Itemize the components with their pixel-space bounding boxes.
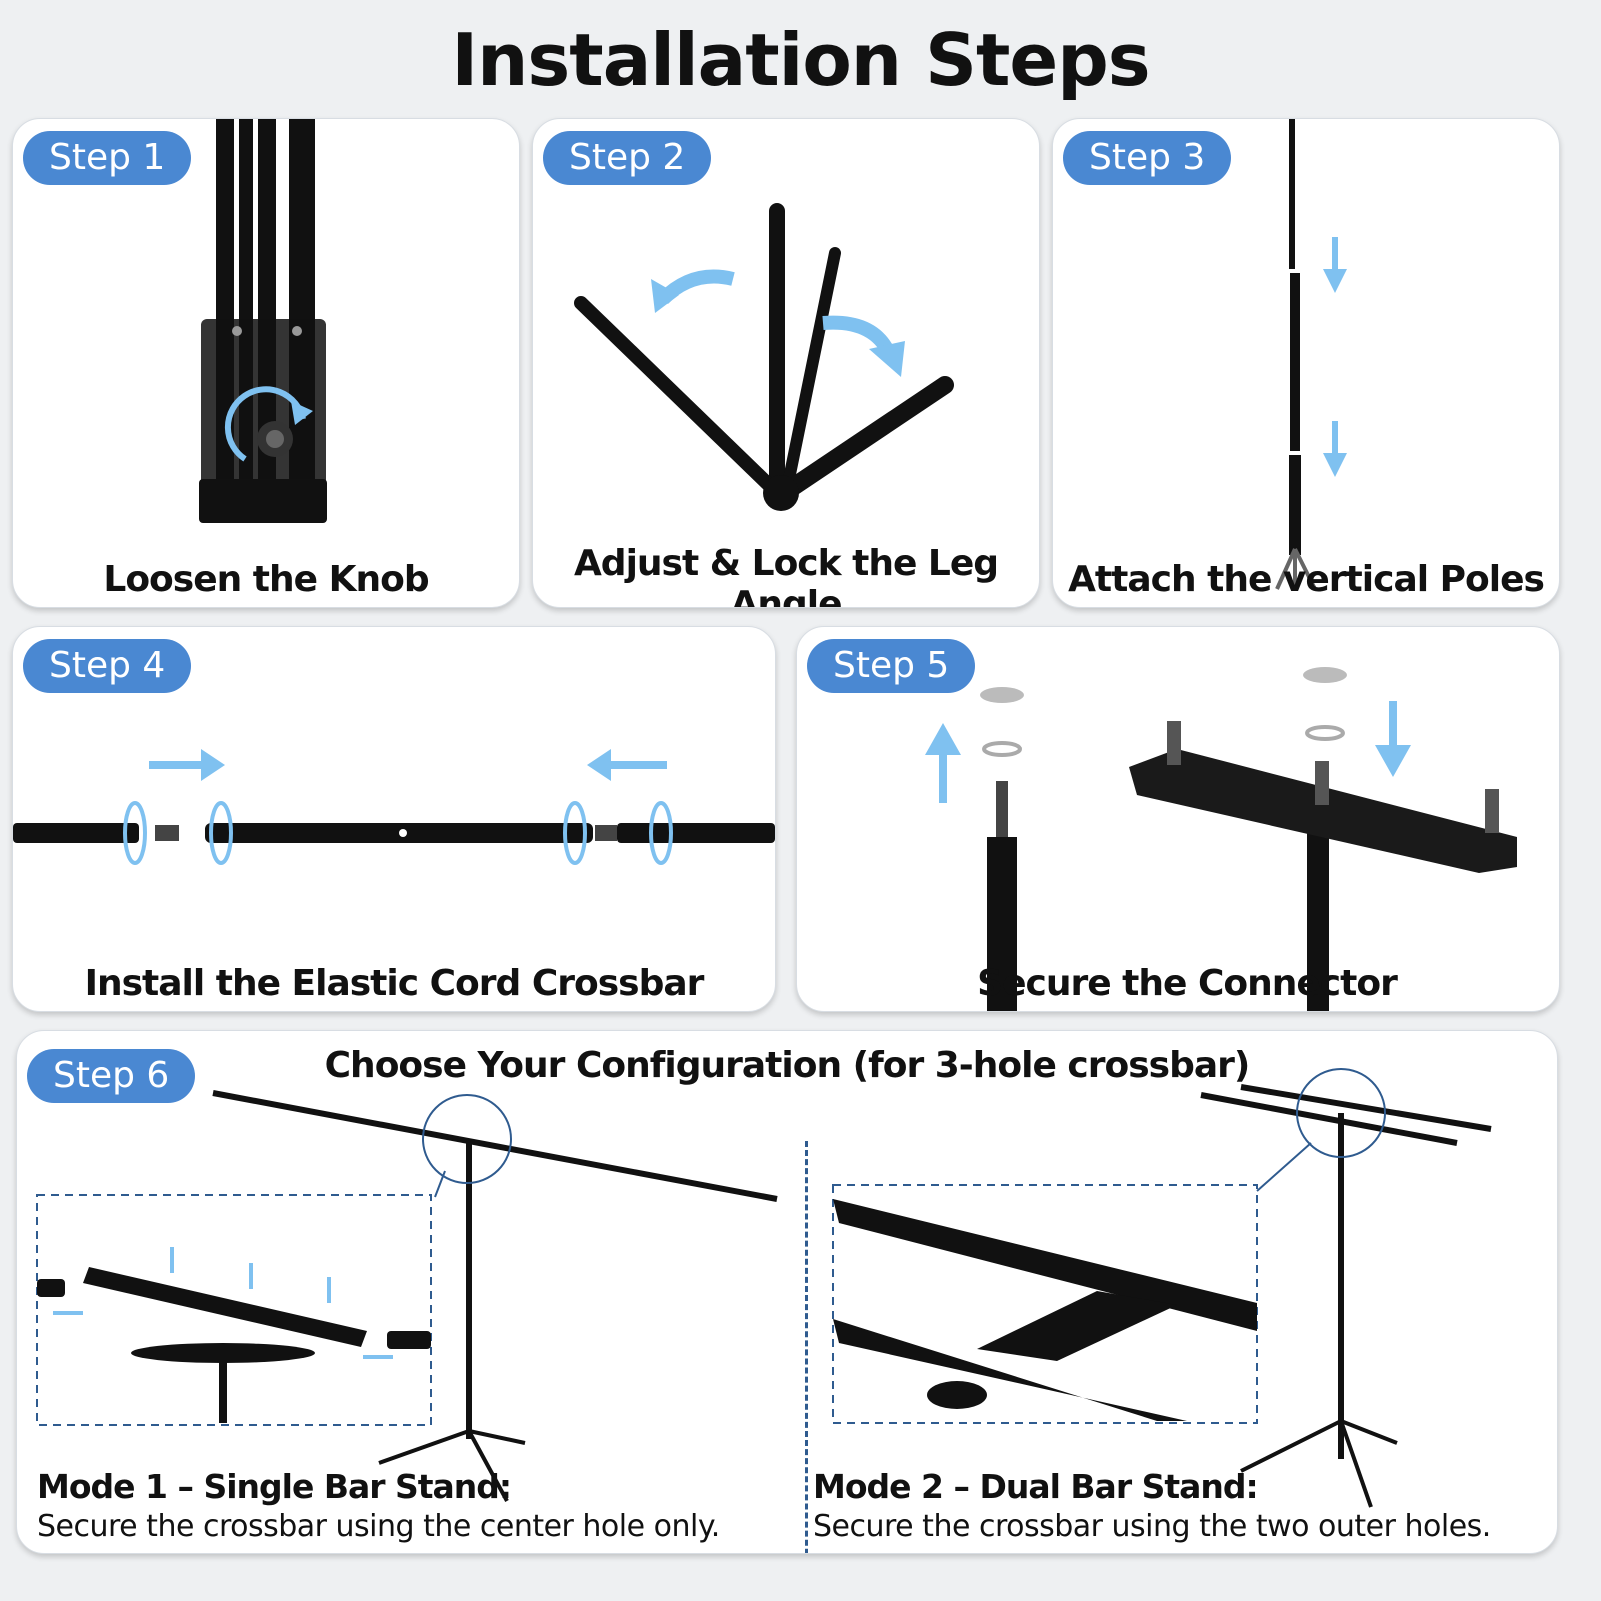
configuration-title: Choose Your Configuration (for 3-hole cr… xyxy=(324,1045,1251,1086)
curved-arrow-icon xyxy=(822,315,905,377)
mode-2-description: Secure the crossbar using the two outer … xyxy=(813,1509,1491,1544)
step-5-card: Step 5 Secure the Connector xyxy=(796,626,1560,1012)
up-arrow-icon xyxy=(925,723,961,803)
step-4-caption: Install the Elastic Cord Crossbar xyxy=(84,963,705,1004)
step-3-caption: Attach the vertical Poles xyxy=(1068,559,1545,600)
step-1-card: Step 1 Loosen the Knob xyxy=(12,118,520,608)
left-arrow-icon xyxy=(587,749,667,781)
rotate-arrow-icon xyxy=(224,386,313,462)
down-arrow-icon xyxy=(1323,237,1347,293)
step-6-card: Step 6 Choose Your Configuration (for 3-… xyxy=(16,1030,1558,1554)
step-6-illustration xyxy=(36,1068,1492,1508)
mode-1-description: Secure the crossbar using the center hol… xyxy=(37,1509,720,1544)
step-4-badge: Step 4 xyxy=(23,639,192,693)
step-3-badge: Step 3 xyxy=(1063,131,1232,185)
step-3-illustration xyxy=(1275,119,1347,590)
mode-2-title: Mode 2 – Dual Bar Stand: xyxy=(813,1467,1259,1506)
down-arrow-icon xyxy=(1323,421,1347,477)
step-2-card: Step 2 Adjust & Lock the Leg Angle xyxy=(532,118,1040,608)
mode-divider xyxy=(805,1141,808,1553)
step-1-illustration xyxy=(199,119,327,523)
step-1-badge: Step 1 xyxy=(23,131,192,185)
step-2-caption: Adjust & Lock the Leg Angle xyxy=(573,543,999,608)
step-4-card: Step 4 Install the Elastic Cord Crossbar xyxy=(12,626,776,1012)
step-6-badge: Step 6 xyxy=(27,1049,196,1103)
curved-arrow-icon xyxy=(651,269,735,313)
mode-1-title: Mode 1 – Single Bar Stand: xyxy=(37,1467,512,1506)
step-5-badge: Step 5 xyxy=(807,639,976,693)
step-2-illustration xyxy=(574,203,954,511)
step-4-illustration xyxy=(13,749,775,865)
down-arrow-icon xyxy=(1375,701,1411,777)
step-2-badge: Step 2 xyxy=(543,131,712,185)
step-1-caption: Loosen the Knob xyxy=(103,559,429,600)
step-5-caption: Secure the Connector xyxy=(977,963,1398,1004)
step-5-illustration xyxy=(925,667,1517,1011)
right-arrow-icon xyxy=(149,749,225,781)
step-3-card: Step 3 Attach the vertical Poles xyxy=(1052,118,1560,608)
page-title: Installation Steps xyxy=(451,18,1150,102)
